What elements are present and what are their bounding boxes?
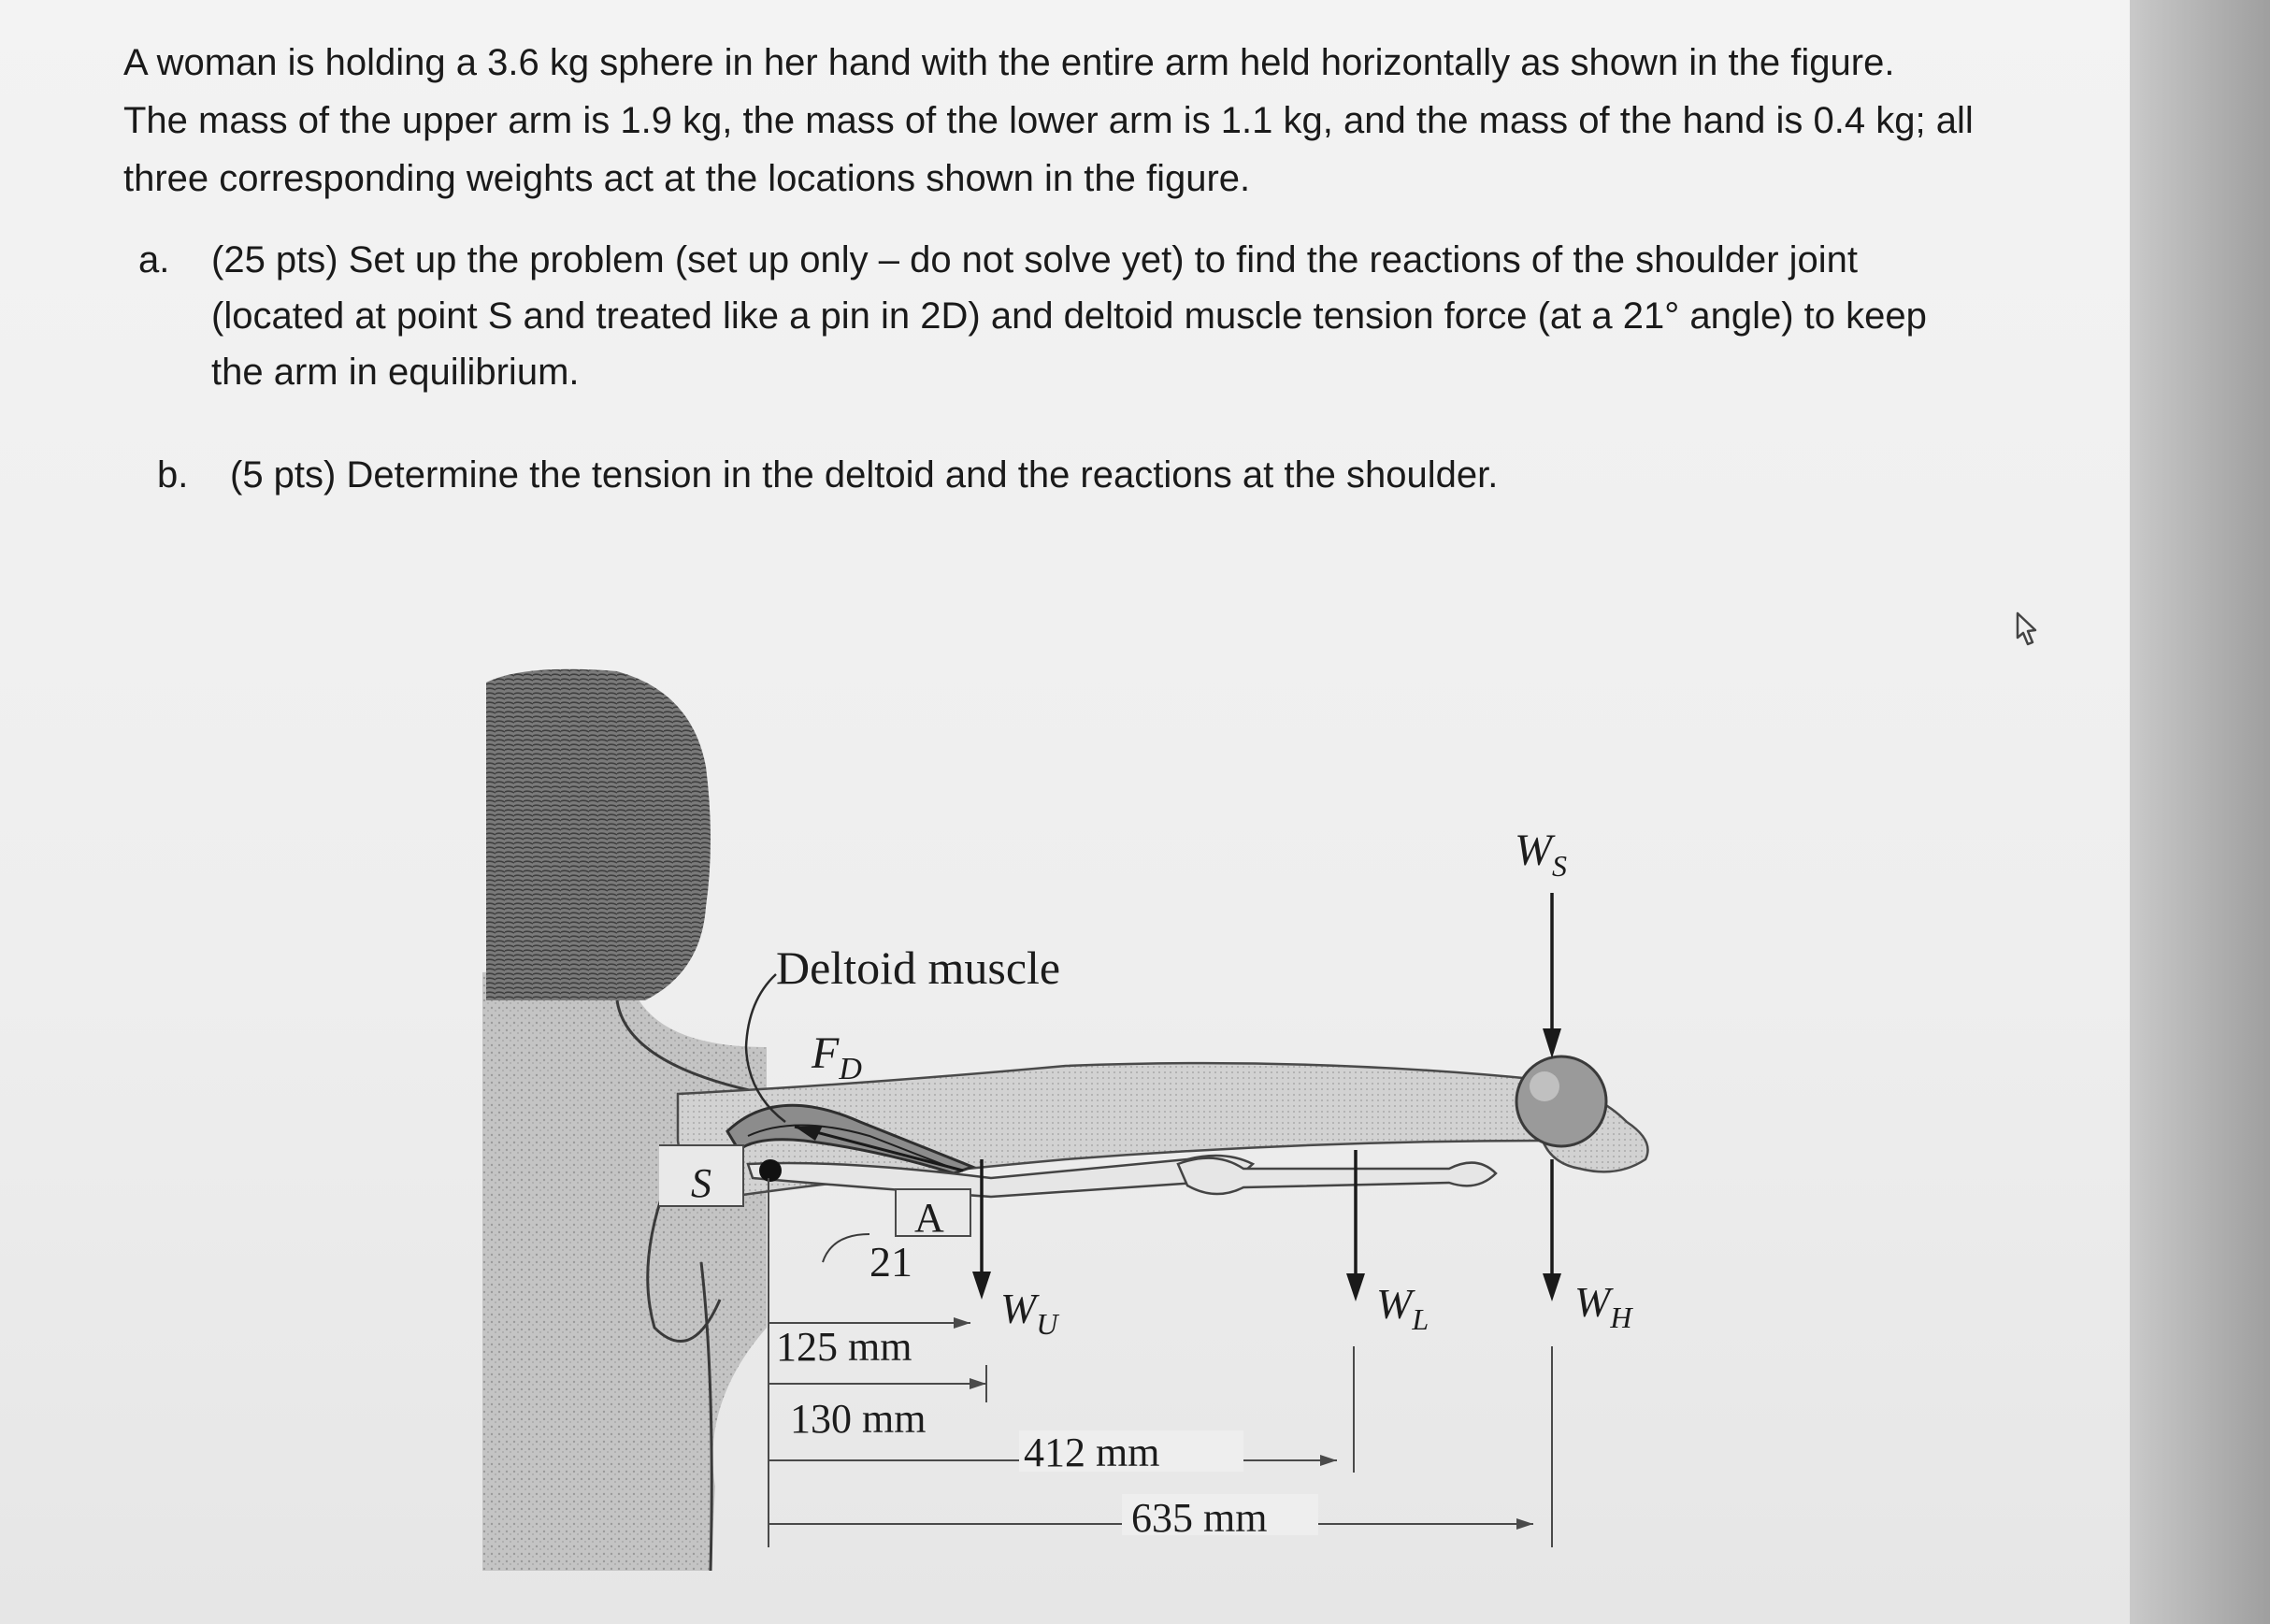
document-page: A woman is holding a 3.6 kg sphere in he… <box>0 0 2130 1624</box>
wu-label: WU <box>1000 1285 1059 1341</box>
problem-intro-line-2: The mass of the upper arm is 1.9 kg, the… <box>123 100 1974 141</box>
part-a-text: (25 pts) Set up the problem (set up only… <box>211 232 2062 400</box>
ws-label: WS <box>1515 826 1567 883</box>
deltoid-leader-line <box>744 973 786 1123</box>
dim-635-label: 635 mm <box>1131 1495 1267 1541</box>
problem-statement: A woman is holding a 3.6 kg sphere in he… <box>123 34 2049 208</box>
wh-label: WH <box>1574 1278 1633 1334</box>
problem-intro-line-1: A woman is holding a 3.6 kg sphere in he… <box>123 42 1895 83</box>
hair-shape <box>486 668 711 1000</box>
dim-125-label: 125 mm <box>776 1324 912 1370</box>
weight-arrows: WU WL WH WS <box>972 826 1633 1341</box>
part-a-line-2: (located at point S and treated like a p… <box>211 295 1927 337</box>
s-label-box: S <box>659 1144 744 1207</box>
forearm-bone <box>1176 1157 1498 1196</box>
angle-a-callout: A 21 <box>822 1188 971 1286</box>
point-a-label: A <box>914 1195 944 1241</box>
deltoid-muscle-label: Deltoid muscle <box>776 941 1060 994</box>
fd-force-arrow <box>794 1125 964 1172</box>
point-s-label: S <box>691 1160 711 1206</box>
fd-label: FD <box>811 1028 862 1086</box>
arm-diagram: S Deltoid muscle FD A 21 WU WL <box>482 668 1649 1572</box>
arm-shape <box>676 1055 1649 1199</box>
humerus-bone <box>746 1154 1256 1199</box>
sphere-ball <box>1515 1055 1608 1148</box>
problem-intro-line-3: three corresponding weights act at the l… <box>123 158 1251 199</box>
shoulder-joint-point <box>759 1159 782 1182</box>
dimension-lines: 125 mm 130 mm 412 mm 635 mm <box>768 1178 1553 1547</box>
mouse-cursor-icon <box>2016 611 2037 646</box>
screen-edge-shadow <box>2130 0 2270 1624</box>
wl-label: WL <box>1376 1280 1429 1336</box>
part-a-line-1: (25 pts) Set up the problem (set up only… <box>211 239 1859 280</box>
angle-21-label: 21 <box>869 1238 912 1286</box>
part-b-label: b. <box>157 454 189 496</box>
dim-130-label: 130 mm <box>790 1396 926 1442</box>
part-b-text: (5 pts) Determine the tension in the del… <box>230 447 2081 503</box>
dim-412-label: 412 mm <box>1024 1430 1159 1475</box>
part-a-line-3: the arm in equilibrium. <box>211 352 580 393</box>
part-a-label: a. <box>138 239 170 280</box>
part-b-line-1: (5 pts) Determine the tension in the del… <box>230 454 1499 496</box>
